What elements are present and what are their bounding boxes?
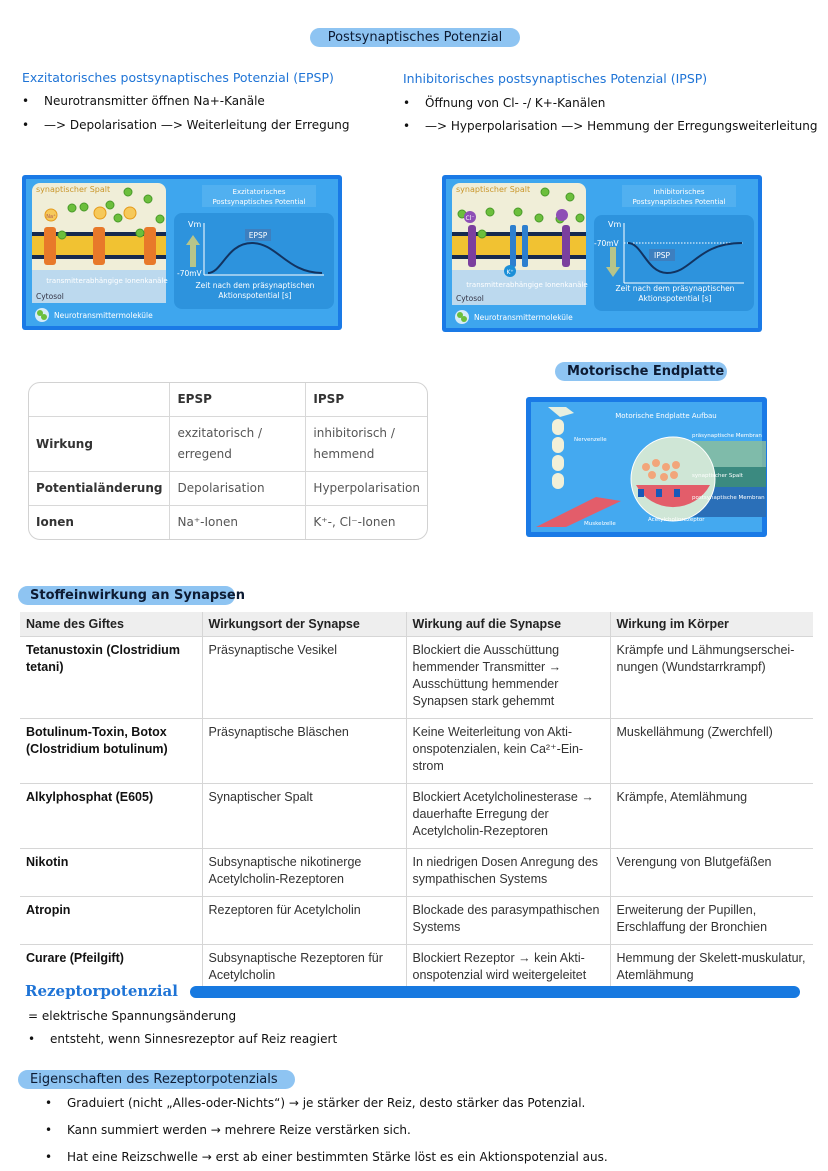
x-label: Aktionspotential [s] [638, 294, 711, 303]
spalt-label: synaptischer Spalt [456, 185, 530, 194]
cytosol-label: Cytosol [456, 294, 484, 303]
fig-title: Postsynaptisches Potential [212, 198, 305, 206]
site: Präsynaptische Bläschen [202, 717, 407, 783]
page-title: Postsynaptisches Potenzial [310, 28, 520, 47]
body-effect: Krämpfe, Atemlähmung [610, 782, 813, 848]
table-row: Tetanustoxin (Clostridium tetani)Präsyna… [20, 635, 813, 718]
curve-label: EPSP [249, 231, 268, 240]
poison-name: Nikotin [20, 847, 203, 896]
receptor-label: Acetylcholinrezeptor [648, 517, 705, 523]
curve-label: IPSP [654, 251, 670, 260]
stoff-heading: Stoffeinwirkung an Synapsen [18, 586, 245, 605]
rest-label: -70mV [594, 239, 620, 248]
col-header: Wirkung auf die Synapse [406, 612, 611, 636]
vm-label: Vm [608, 220, 621, 229]
poison-name: Alkylphosphat (E605) [20, 782, 203, 848]
synapse-effect: In niedrigen Dosen Anregung des sympathi… [406, 847, 611, 896]
body-effect: Muskellähmung (Zwerchfell) [610, 717, 813, 783]
eigenschaften-heading: Eigenschaften des Rezeptorpotenzials [18, 1070, 295, 1089]
poison-name: Curare (Pfeilgift) [20, 943, 203, 992]
eigenschaft-bullet: Hat eine Reizschwelle → erst ab einer be… [45, 1149, 608, 1165]
rezeptor-definition: = elektrische Spannungsänderung [28, 1009, 237, 1023]
col-header: Wirkungsort der Synapse [202, 612, 407, 636]
x-label: Aktionspotential [s] [218, 291, 291, 300]
epsp-bullet: —> Depolarisation —> Weiterleitung der E… [22, 117, 350, 133]
rest-label: -70mV [177, 269, 203, 278]
body-effect: Krämpfe und Lähmungserschei-nungen (Wund… [610, 635, 813, 718]
channels-label: transmitterabhängige Ionenkanäle [466, 281, 587, 289]
k-ion-label: K⁺ [506, 269, 513, 276]
poison-name: Atropin [20, 895, 203, 944]
poison-name: Tetanustoxin (Clostridium tetani) [20, 635, 203, 718]
nerve-label: Nervenzelle [574, 437, 607, 443]
cl-ion-label: Cl⁻ [465, 215, 474, 222]
epsp-figure: Na⁺ synaptischer Spalt transmitterabhäng… [22, 175, 342, 330]
fig-title: Motorische Endplatte Aufbau [615, 412, 717, 420]
synapse-effect: Keine Weiterleitung von Akti-onspotenzia… [406, 717, 611, 783]
poison-name: Botulinum-Toxin, Botox (Clostridium botu… [20, 717, 203, 783]
na-ion-label: Na⁺ [46, 214, 56, 220]
ipsp-bullet: —> Hyperpolarisation —> Hemmung der Erre… [403, 118, 817, 134]
fig-title: Exzitatorisches [233, 188, 286, 196]
fig-title: Postsynaptisches Potential [632, 198, 725, 206]
x-label: Zeit nach dem präsynaptischen [196, 281, 315, 290]
pre-label: präsynaptische Membran [692, 433, 762, 439]
epsp-heading: Exzitatorisches postsynaptisches Potenzi… [22, 70, 334, 85]
rezeptor-heading: Rezeptorpotenzial [25, 982, 178, 1000]
stoff-table: Name des Giftes Wirkungsort der Synapse … [20, 612, 813, 992]
endplatte-figure: Motorische Endplatte Aufbau Nervenzelle … [526, 397, 767, 537]
eigenschaft-bullet: Kann summiert werden → mehrere Reize ver… [45, 1122, 411, 1138]
ipsp-heading: Inhibitorisches postsynaptisches Potenzi… [403, 71, 708, 86]
spalt-label: synaptischer Spalt [36, 185, 110, 194]
cleft-label: synaptischer Spalt [692, 473, 744, 479]
fig-title: Inhibitorisches [653, 188, 704, 196]
col-header: EPSP [170, 383, 307, 417]
molecules-label: Neurotransmittermoleküle [54, 311, 153, 320]
channels-label: transmitterabhängige Ionenkanäle [46, 277, 167, 285]
synapse-effect: Blockiert die Ausschüttung hemmender Tra… [406, 635, 611, 718]
table-row: Botulinum-Toxin, Botox (Clostridium botu… [20, 717, 813, 783]
site: Präsynaptische Vesikel [202, 635, 407, 718]
x-label: Zeit nach dem präsynaptischen [616, 284, 735, 293]
col-header: Name des Giftes [20, 612, 203, 636]
synapse-effect: Blockiert Acetylcholinesterase → dauerha… [406, 782, 611, 848]
col-header: Wirkung im Körper [610, 612, 813, 636]
cytosol-label: Cytosol [36, 292, 64, 301]
col-header: IPSP [306, 383, 427, 417]
endplatte-heading: Motorische Endplatte [555, 362, 727, 381]
muscle-label: Muskelzelle [584, 521, 616, 527]
ipsp-figure: Cl⁻ K⁺ synaptischer Spalt transmitterabh… [442, 175, 762, 332]
table-row: Curare (Pfeilgift)Subsynaptische Rezepto… [20, 943, 813, 992]
body-effect: Hemmung der Skelett-muskulatur, Atemlähm… [610, 943, 813, 992]
body-effect: Erweiterung der Pupillen, Erschlaffung d… [610, 895, 813, 944]
ipsp-bullet: Öffnung von Cl- -/ K+-Kanälen [403, 95, 605, 111]
synapse-effect: Blockiert Rezeptor → kein Akti-onspotenz… [406, 943, 611, 992]
site: Subsynaptische Rezeptoren für Acetylchol… [202, 943, 407, 992]
post-label: postsynaptische Membran [692, 495, 765, 501]
site: Subsynaptische nikotinerge Acetylcholin-… [202, 847, 407, 896]
eigenschaft-bullet: Graduiert (nicht „Alles-oder-Nichts“) → … [45, 1095, 585, 1111]
site: Synaptischer Spalt [202, 782, 407, 848]
heading-bar [190, 986, 800, 998]
synapse-effect: Blockade des parasympathischen Systems [406, 895, 611, 944]
rezeptor-bullet: entsteht, wenn Sinnesrezeptor auf Reiz r… [28, 1031, 337, 1047]
body-effect: Verengung von Blutgefäßen [610, 847, 813, 896]
site: Rezeptoren für Acetylcholin [202, 895, 407, 944]
molecules-label: Neurotransmittermoleküle [474, 313, 573, 322]
vm-label: Vm [188, 220, 201, 229]
epsp-bullet: Neurotransmitter öffnen Na+-Kanäle [22, 93, 265, 109]
